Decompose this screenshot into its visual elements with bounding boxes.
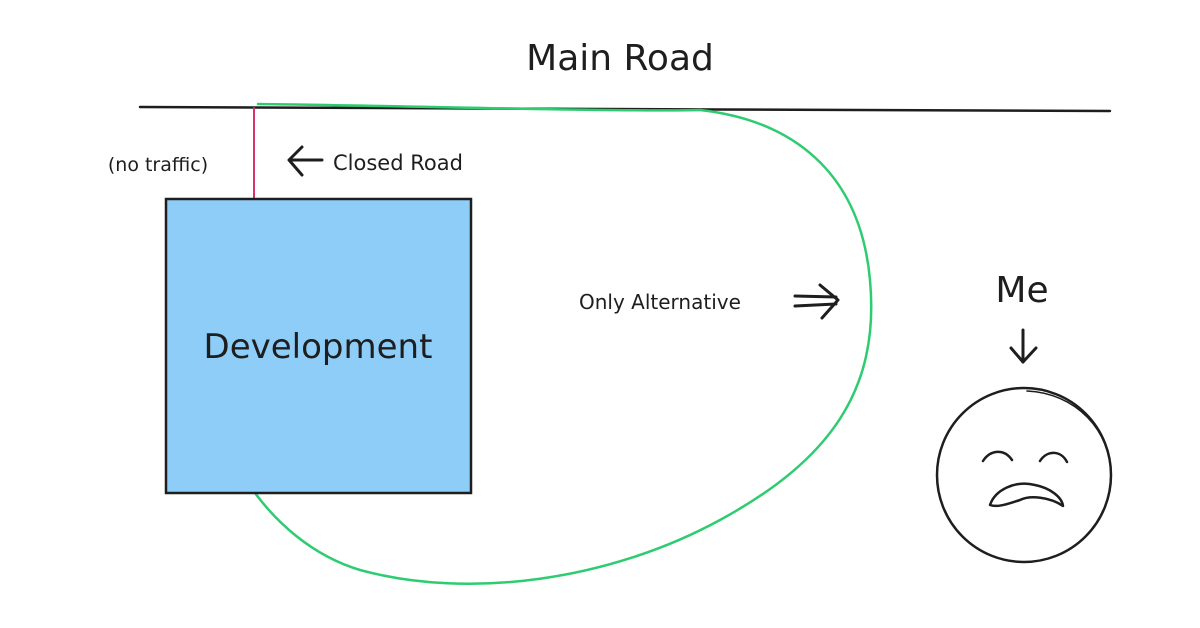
main-road-title: Main Road [526,38,714,79]
me-label: Me [995,270,1048,311]
no-traffic-label: (no traffic) [108,154,208,176]
closed-road-label: Closed Road [333,151,463,175]
development-label: Development [204,327,433,367]
alternative-route [253,102,873,586]
development-block [164,197,473,495]
arrow-right-icon [793,283,840,320]
sad-face-icon [935,386,1113,564]
arrow-down-icon [1009,328,1038,364]
arrow-left-icon [287,145,324,177]
only-alternative-label: Only Alternative [579,290,741,314]
